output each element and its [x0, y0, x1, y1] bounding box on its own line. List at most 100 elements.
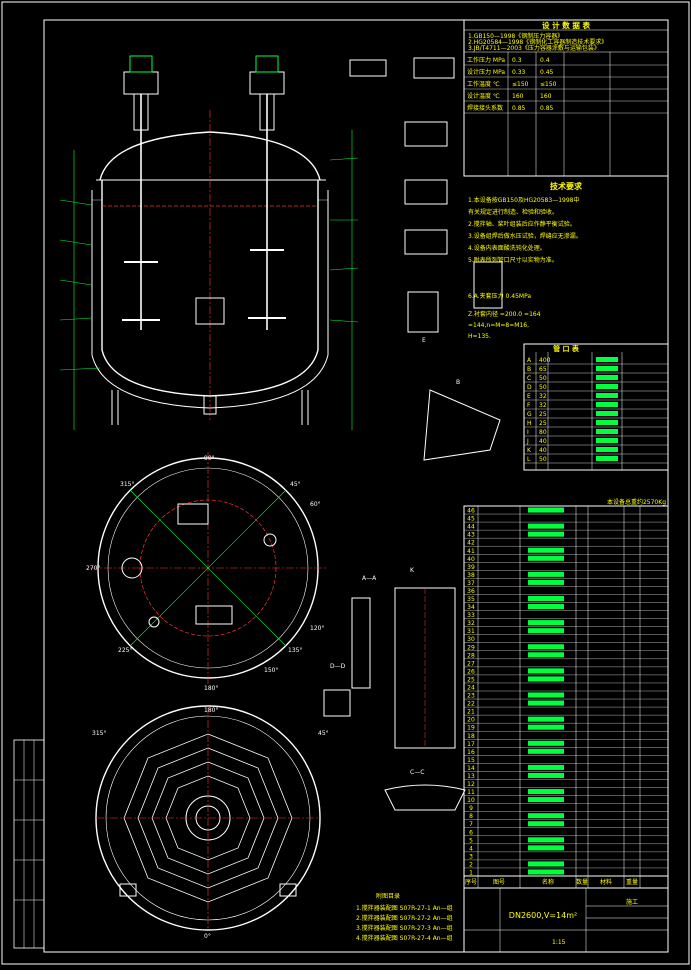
nozzle-fill — [596, 402, 618, 407]
nozzle-cell: 50 — [539, 384, 547, 391]
nozzle-fill — [596, 420, 618, 425]
parts-name-fill — [528, 797, 564, 803]
nozzle-fill — [596, 447, 618, 452]
view-label-e: E — [422, 337, 426, 344]
nozzle-fill — [596, 456, 618, 461]
parts-header-cell: 材料 — [600, 878, 612, 886]
parts-row-index: 37 — [467, 580, 475, 587]
design-row-cell: 0.85 — [540, 105, 554, 112]
nozzle-cell: I — [527, 429, 529, 436]
parts-row-index: 40 — [467, 556, 475, 563]
angle-label: 90° — [204, 455, 215, 462]
nozzle-fill — [596, 429, 618, 434]
parts-row-index: 34 — [467, 604, 475, 611]
parts-row-index: 9 — [469, 805, 473, 812]
parts-row-index: 31 — [467, 628, 475, 635]
bottom-note: 1.搅拌器装配图 S07R-27-1 An—组 — [356, 904, 453, 912]
tech-line: 2.搅拌轴、桨叶组装后应作静平衡试验。 — [468, 220, 576, 228]
parts-name-fill — [528, 547, 564, 553]
nozzle-fill — [596, 393, 618, 398]
design-data-table — [463, 19, 669, 177]
parts-header-cell: 重量 — [626, 878, 638, 886]
parts-name-fill — [528, 772, 564, 778]
parts-row-index: 45 — [467, 516, 475, 523]
nozzle-cell: 40 — [539, 438, 547, 445]
parts-row-index: 22 — [467, 701, 475, 708]
detail-views — [323, 57, 503, 811]
angle-label: 180° — [204, 707, 218, 714]
parts-row-index: 44 — [467, 524, 475, 531]
angle-label: 45° — [318, 730, 329, 737]
parts-name-fill — [528, 523, 564, 529]
bottom-notes: 1.搅拌器装配图 S07R-27-1 An—组 2.搅拌器装配图 S07R-27… — [356, 904, 453, 942]
nozzle-cell: 25 — [539, 411, 547, 418]
parts-row-index: 16 — [467, 749, 475, 756]
nozzle-fill — [596, 384, 618, 389]
design-row-cell: 0.33 — [512, 69, 526, 76]
parts-name-fill — [528, 789, 564, 795]
parts-row-index: 38 — [467, 572, 475, 579]
parts-row-index: 6 — [469, 829, 473, 836]
nozzle-cell: G — [527, 411, 532, 418]
tech-line: 3.设备组焊后做水压试验，焊缝应无渗漏。 — [468, 232, 582, 240]
parts-row-index: 7 — [469, 821, 473, 828]
nozzle-cell: 25 — [539, 420, 547, 427]
tech-line: 4.设备内表面酸洗钝化处理。 — [468, 244, 546, 252]
parts-name-fill — [528, 748, 564, 754]
parts-table-frame — [463, 505, 669, 889]
nozzle-cell: 32 — [539, 402, 547, 409]
vessel-elevation — [59, 55, 359, 430]
standard-1: 1.GB150—1998《钢制压力容器》 — [468, 32, 563, 40]
parts-row-index: 32 — [467, 620, 475, 627]
view-label-a-a: A—A — [362, 575, 377, 582]
nozzle-cell: K — [527, 447, 532, 454]
parts-grid: 4645444342414039383736353433323130292827… — [464, 507, 668, 877]
parts-row-index: 23 — [467, 693, 475, 700]
tech-line: 5.附表所列管口尺寸以实物为准。 — [468, 256, 558, 264]
nozzle-cell: 40 — [539, 447, 547, 454]
tech-line: Z.衬套内径 =200.0 =164 — [468, 310, 541, 318]
parts-row-index: 17 — [467, 741, 475, 748]
bottom-view — [95, 705, 321, 931]
angle-label: 225° — [118, 647, 132, 654]
view-label-b: B — [456, 379, 460, 386]
parts-header: 序号 图号 名称 数量 材料 重量 — [465, 878, 638, 886]
parts-name-fill — [528, 764, 564, 770]
bottom-note: 3.搅拌器装配图 S07R-27-3 An—组 — [356, 924, 453, 932]
parts-row-index: 13 — [467, 773, 475, 780]
nozzle-title: 管 口 表 — [553, 344, 580, 353]
nozzle-fill — [596, 438, 618, 443]
parts-name-fill — [528, 869, 564, 875]
nozzle-cell: L — [527, 456, 531, 463]
parts-row-index: 15 — [467, 757, 475, 764]
design-row-cell: 160 — [512, 93, 524, 100]
parts-name-fill — [528, 821, 564, 827]
design-row-cell: 工作温度 ℃ — [467, 80, 500, 88]
design-row-cell: 0.85 — [512, 105, 526, 112]
parts-row-index: 33 — [467, 612, 475, 619]
design-row-cell: 0.4 — [540, 57, 550, 64]
tech-line: 6.A.夹套压力 0.45MPa — [468, 292, 531, 300]
design-row-cell: 160 — [540, 93, 552, 100]
parts-row-index: 46 — [467, 508, 475, 515]
nozzle-fill — [596, 411, 618, 416]
parts-name-fill — [528, 579, 564, 585]
standard-2: 2.HG20584—1998《钢制化工容器制造技术要求》 — [468, 38, 607, 46]
parts-row-index: 35 — [467, 596, 475, 603]
nozzle-cell: F — [527, 402, 531, 409]
bottom-notes-title: 附图目录 — [376, 892, 400, 900]
title-block-company: 施工 — [626, 898, 638, 906]
parts-row-index: 5 — [469, 837, 473, 844]
parts-name-fill — [528, 716, 564, 722]
parts-row-index: 28 — [467, 652, 475, 659]
parts-name-fill — [528, 507, 564, 513]
parts-name-fill — [528, 604, 564, 610]
title-block-scale: 1:15 — [552, 939, 566, 946]
nozzle-cell: 65 — [539, 366, 547, 373]
parts-name-fill — [528, 652, 564, 658]
tech-line: =144,n=M=8=M16, — [468, 322, 529, 329]
parts-name-fill — [528, 531, 564, 537]
